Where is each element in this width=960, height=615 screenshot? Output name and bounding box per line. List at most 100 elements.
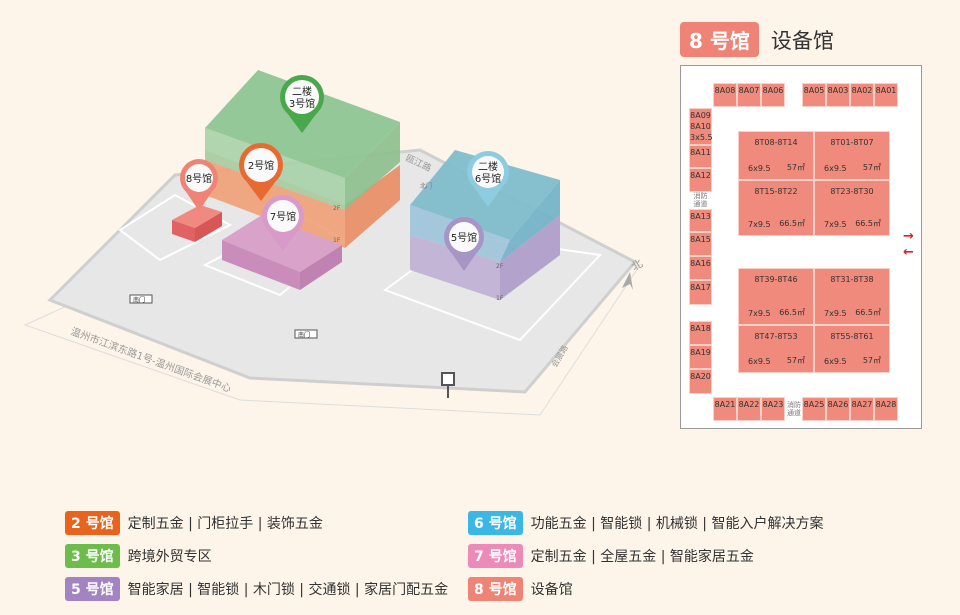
hall-pin-label: 2号馆 bbox=[248, 159, 274, 172]
block-name: 8T55-8T61 bbox=[830, 332, 874, 341]
block-size: 7x9.5 bbox=[824, 309, 847, 318]
hall-pin-label: 3号馆 bbox=[289, 97, 315, 110]
hall-2-side bbox=[345, 165, 400, 248]
block-size: 6x9.5 bbox=[824, 357, 847, 366]
booth-8a22[interactable]: 8A22 bbox=[737, 397, 761, 421]
legend-item: 8 号馆设备馆 bbox=[468, 577, 573, 601]
booth-8a26[interactable]: 8A26 bbox=[826, 397, 850, 421]
hall-8-side bbox=[195, 212, 222, 242]
legend-description: 跨境外贸专区 bbox=[127, 549, 212, 565]
booth-8a03[interactable]: 8A03 bbox=[826, 83, 850, 107]
hall-pin-label: 8号馆 bbox=[186, 172, 212, 185]
booth-8a13[interactable]: 8A13 bbox=[689, 209, 712, 232]
block-size: 6x9.5 bbox=[748, 357, 771, 366]
booth-8a20[interactable]: 8A20 bbox=[689, 369, 712, 394]
block-area: 66.5㎡ bbox=[779, 219, 805, 228]
booth-8a27[interactable]: 8A27 bbox=[850, 397, 874, 421]
booth-8a01[interactable]: 8A01 bbox=[874, 83, 898, 107]
block-name: 8T08-8T14 bbox=[754, 138, 798, 147]
hall-pin-label: 5号馆 bbox=[451, 231, 477, 244]
legend-description: 设备馆 bbox=[530, 582, 573, 598]
hall-badge: 8 号馆 bbox=[680, 22, 759, 57]
hall-3-side bbox=[345, 122, 400, 210]
hall-pin-label: 二楼 bbox=[292, 85, 312, 98]
booth-8a15[interactable]: 8A15 bbox=[689, 232, 712, 256]
booth-8a16[interactable]: 8A16 bbox=[689, 256, 712, 280]
hall-2-pin[interactable]: 2号馆 bbox=[239, 143, 283, 201]
legend-hall-tag: 3 号馆 bbox=[65, 544, 120, 568]
hall-8-top bbox=[172, 205, 222, 228]
booth-8a21[interactable]: 8A21 bbox=[713, 397, 737, 421]
booth-8a17[interactable]: 8A17 bbox=[689, 280, 712, 305]
block-name: 8T39-8T46 bbox=[754, 275, 798, 284]
floorplan-header: 8 号馆 设备馆 bbox=[680, 22, 834, 57]
entrance-arrow-icon: → bbox=[903, 229, 914, 244]
booth-8a28[interactable]: 8A28 bbox=[874, 397, 898, 421]
booth-8a06[interactable]: 8A06 bbox=[761, 83, 785, 107]
floor-label-1f: 1F bbox=[333, 237, 341, 244]
hall-8-front bbox=[172, 220, 195, 242]
legend-description: 定制五金 | 全屋五金 | 智能家居五金 bbox=[530, 549, 754, 565]
hall-pin-label: 二楼 bbox=[478, 160, 498, 173]
booth-8a12[interactable]: 8A12 bbox=[689, 168, 712, 192]
legend-item: 6 号馆功能五金 | 智能锁 | 机械锁 | 智能入户解决方案 bbox=[468, 511, 823, 535]
block-size: 6x9.5 bbox=[748, 164, 771, 173]
booth-8a07[interactable]: 8A07 bbox=[737, 83, 761, 107]
block-area: 57㎡ bbox=[862, 356, 881, 365]
booth-8a25[interactable]: 8A25 bbox=[802, 397, 826, 421]
hall-8-pin[interactable]: 8号馆 bbox=[180, 159, 218, 211]
booth-block-8t55-8t61[interactable]: 8T55-8T61 6x9.5 57㎡ bbox=[814, 325, 890, 373]
fire-lane-label: 消防 通道 bbox=[787, 401, 801, 417]
south-gate-2[interactable]: 南门 bbox=[294, 329, 318, 339]
block-area: 66.5㎡ bbox=[855, 308, 881, 317]
legend-hall-tag: 8 号馆 bbox=[468, 577, 523, 601]
legend-item: 7 号馆定制五金 | 全屋五金 | 智能家居五金 bbox=[468, 544, 754, 568]
legend-item: 5 号馆智能家居 | 智能锁 | 木门锁 | 交通锁 | 家居门配五金 bbox=[65, 577, 448, 601]
booth-block-8t31-8t38[interactable]: 8T31-8T38 7x9.5 66.5㎡ bbox=[814, 268, 890, 325]
north-gate-label: 北门 bbox=[420, 182, 432, 190]
block-area: 57㎡ bbox=[786, 356, 805, 365]
svg-text:南门: 南门 bbox=[133, 296, 145, 304]
legend-item: 3 号馆跨境外贸专区 bbox=[65, 544, 212, 568]
booth-8a23[interactable]: 8A23 bbox=[761, 397, 785, 421]
block-area: 66.5㎡ bbox=[779, 308, 805, 317]
booth-8a19[interactable]: 8A19 bbox=[689, 345, 712, 369]
block-name: 8T47-8T53 bbox=[754, 332, 798, 341]
floor-label-1f: 1F bbox=[496, 295, 504, 302]
legend-description: 定制五金 | 门柜拉手 | 装饰五金 bbox=[127, 516, 323, 532]
hall-5-pin[interactable]: 5号馆 bbox=[444, 217, 484, 271]
legend-hall-tag: 6 号馆 bbox=[468, 511, 523, 535]
hall-7-pin[interactable]: 7号馆 bbox=[262, 195, 304, 251]
block-size: 7x9.5 bbox=[748, 220, 771, 229]
booth-8a05[interactable]: 8A05 bbox=[802, 83, 826, 107]
hall-7-side bbox=[300, 245, 342, 290]
booth-8a08[interactable]: 8A08 bbox=[713, 83, 737, 107]
legend-hall-tag: 2 号馆 bbox=[65, 511, 120, 535]
legend-item: 2 号馆定制五金 | 门柜拉手 | 装饰五金 bbox=[65, 511, 323, 535]
booth-block-8t08-8t14[interactable]: 8T08-8T14 6x9.5 57㎡ bbox=[738, 131, 814, 180]
hall-name: 设备馆 bbox=[770, 28, 834, 53]
fire-lane-label: 消防 通道 bbox=[693, 192, 708, 208]
hall-pin-label: 7号馆 bbox=[270, 210, 296, 223]
block-name: 8T01-8T07 bbox=[830, 138, 874, 147]
block-area: 57㎡ bbox=[786, 163, 805, 172]
svg-text:南门: 南门 bbox=[298, 331, 310, 339]
block-name: 8T31-8T38 bbox=[830, 275, 874, 284]
south-gate-1[interactable]: 南门 bbox=[129, 294, 153, 304]
booth-block-8t47-8t53[interactable]: 8T47-8T53 6x9.5 57㎡ bbox=[738, 325, 814, 373]
block-area: 57㎡ bbox=[862, 163, 881, 172]
booth-8a11[interactable]: 8A11 bbox=[689, 145, 712, 168]
booth-8a02[interactable]: 8A02 bbox=[850, 83, 874, 107]
floor-label-2f: 2F bbox=[333, 205, 341, 212]
lot-left bbox=[118, 193, 233, 262]
booth-8a09[interactable]: 8A09 8A10 3x5.5 bbox=[689, 108, 713, 145]
booth-8a18[interactable]: 8A18 bbox=[689, 321, 712, 345]
compass-arrow-icon bbox=[622, 272, 633, 290]
